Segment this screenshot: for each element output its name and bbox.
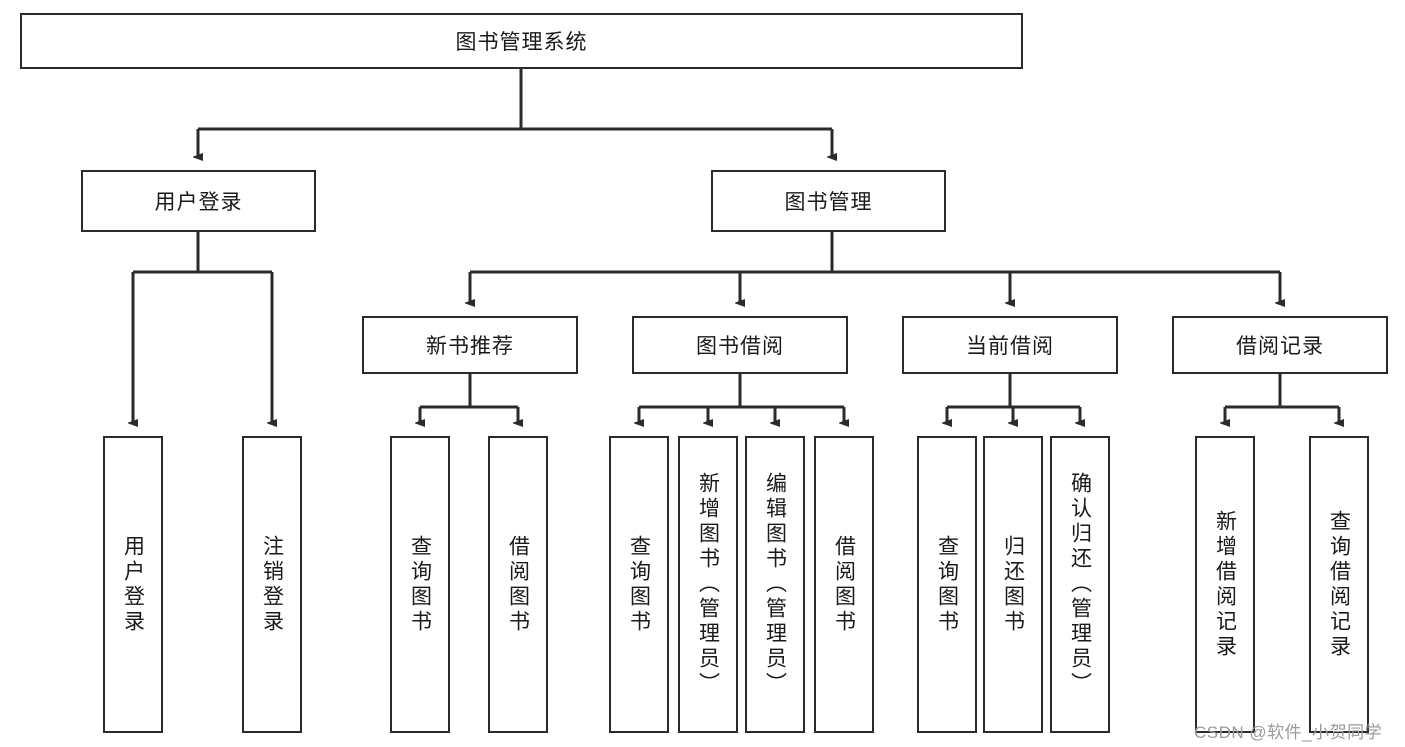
leaf-borrow-book-2-label: 借阅图书 [832, 534, 856, 635]
node-new-book-rec[interactable]: 新书推荐 [362, 316, 578, 374]
leaf-query-book-2[interactable]: 查询图书 [609, 436, 669, 733]
leaf-edit-book-label: 编辑图书（管理员） [763, 472, 787, 697]
node-book-manage-label: 图书管理 [784, 191, 873, 214]
leaf-query-book-1[interactable]: 查询图书 [390, 436, 450, 733]
leaf-query-book-2-label: 查询图书 [627, 534, 651, 635]
leaf-borrow-book-1[interactable]: 借阅图书 [488, 436, 548, 733]
node-root[interactable]: 图书管理系统 [20, 13, 1023, 69]
leaf-return-book-label: 归还图书 [1001, 534, 1025, 635]
leaf-user-login-label: 用户登录 [121, 534, 145, 635]
csdn-watermark: CSDN @软件_小贺同学 [1194, 723, 1383, 742]
node-book-borrow[interactable]: 图书借阅 [632, 316, 848, 374]
leaf-confirm-return[interactable]: 确认归还（管理员） [1050, 436, 1110, 733]
leaf-borrow-book-1-label: 借阅图书 [506, 534, 530, 635]
leaf-user-logout[interactable]: 注销登录 [242, 436, 302, 733]
node-root-label: 图书管理系统 [455, 31, 588, 54]
leaf-query-record-label: 查询借阅记录 [1327, 509, 1351, 660]
node-current-borrow[interactable]: 当前借阅 [902, 316, 1118, 374]
leaf-query-book-1-label: 查询图书 [408, 534, 432, 635]
leaf-edit-book[interactable]: 编辑图书（管理员） [745, 436, 805, 733]
leaf-query-book-3-label: 查询图书 [935, 534, 959, 635]
node-current-borrow-label: 当前借阅 [966, 335, 1054, 358]
leaf-user-logout-label: 注销登录 [260, 534, 284, 635]
node-user-login-label: 用户登录 [154, 191, 243, 214]
leaf-add-book[interactable]: 新增图书（管理员） [678, 436, 738, 733]
leaf-user-login[interactable]: 用户登录 [103, 436, 163, 733]
leaf-return-book[interactable]: 归还图书 [983, 436, 1043, 733]
leaf-add-book-label: 新增图书（管理员） [696, 472, 720, 697]
leaf-query-book-3[interactable]: 查询图书 [917, 436, 977, 733]
leaf-borrow-book-2[interactable]: 借阅图书 [814, 436, 874, 733]
leaf-confirm-return-label: 确认归还（管理员） [1068, 472, 1092, 697]
node-borrow-record[interactable]: 借阅记录 [1172, 316, 1388, 374]
node-user-login[interactable]: 用户登录 [81, 170, 316, 232]
leaf-query-record[interactable]: 查询借阅记录 [1309, 436, 1369, 733]
node-new-book-rec-label: 新书推荐 [426, 335, 514, 358]
leaf-add-record-label: 新增借阅记录 [1213, 509, 1237, 660]
node-book-manage[interactable]: 图书管理 [711, 170, 946, 232]
node-borrow-record-label: 借阅记录 [1236, 335, 1324, 358]
node-book-borrow-label: 图书借阅 [696, 335, 784, 358]
leaf-add-record[interactable]: 新增借阅记录 [1195, 436, 1255, 733]
